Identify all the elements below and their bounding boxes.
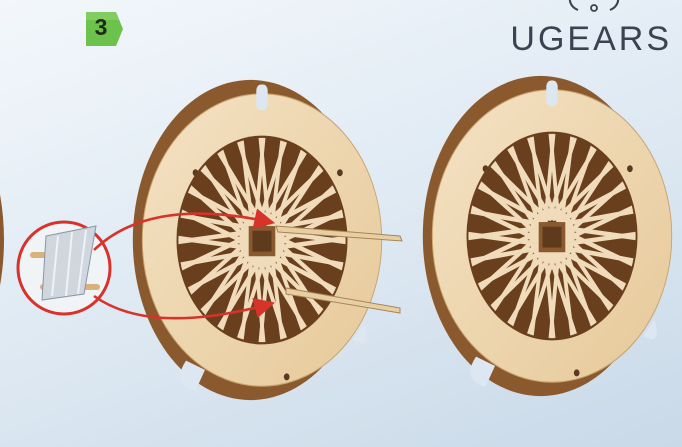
wheel-disc-left: [133, 80, 382, 400]
partial-ring-edge: [0, 180, 1, 300]
detail-zoom-icon: [18, 222, 110, 314]
wheel-disc-right: [423, 76, 672, 396]
